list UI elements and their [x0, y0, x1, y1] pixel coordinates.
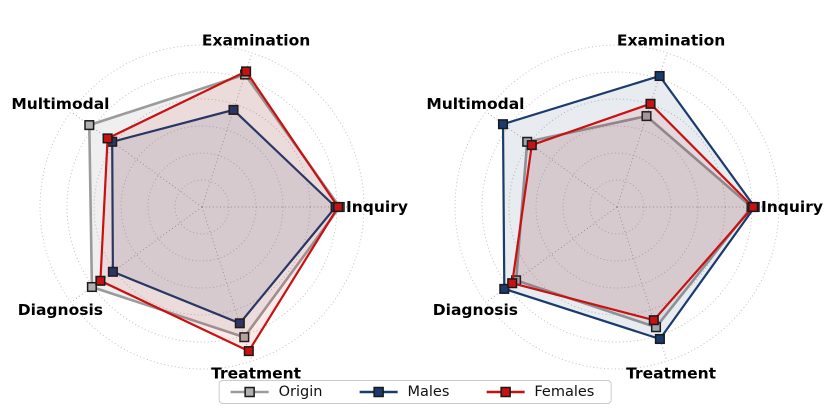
grid-ring	[535, 125, 699, 289]
marker-origin-diagnosis	[86, 281, 97, 293]
legend-label-origin: Origin	[278, 384, 323, 400]
grid-ring	[589, 179, 645, 235]
marker-females-multimodal	[526, 140, 537, 151]
legend-label-males: Males	[407, 384, 450, 400]
axis-label-multimodal: Multimodal	[426, 95, 524, 113]
males-line-marker-icon	[359, 386, 398, 398]
marker-males-treatment	[654, 333, 665, 345]
marker-females-treatment	[243, 346, 254, 357]
grid-ring	[174, 179, 230, 235]
grid-ring	[39, 44, 365, 370]
marker-origin-multimodal	[84, 120, 95, 131]
marker-females-diagnosis	[507, 278, 518, 289]
axis-label-treatment: Treatment	[211, 364, 302, 382]
marker-females-examination	[241, 66, 252, 77]
marker-females-examination	[645, 98, 656, 109]
grid-ring	[120, 125, 284, 289]
axis-label-examination: Examination	[617, 32, 725, 50]
marker-males-diagnosis	[107, 266, 118, 277]
series-polygon-origin	[87, 72, 342, 339]
legend: Origin Males Females	[218, 380, 612, 404]
axis-label-inquiry: Inquiry	[346, 198, 408, 216]
marker-females-treatment	[648, 315, 659, 326]
series-polygon-females	[99, 69, 340, 353]
series-polygon-males	[111, 108, 338, 325]
axis-label-treatment: Treatment	[626, 364, 717, 382]
axis-label-examination: Examination	[202, 32, 310, 50]
marker-females-inquiry	[333, 201, 344, 213]
legend-item-origin: Origin	[230, 384, 323, 400]
axis-label-diagnosis: Diagnosis	[18, 301, 103, 319]
females-line-marker-icon	[486, 386, 525, 398]
marker-females-diagnosis	[95, 275, 106, 286]
series-polygon-females	[510, 102, 755, 322]
legend-item-males: Males	[358, 384, 449, 400]
marker-males-multimodal	[497, 119, 509, 130]
axis-label-multimodal: Multimodal	[11, 95, 109, 113]
marker-origin-examination	[641, 111, 652, 122]
radar-chart-right: Inquiry ExaminationMultimodalDiagnosisTre…	[426, 32, 823, 383]
marker-females-inquiry	[748, 201, 759, 213]
marker-males-examination	[654, 70, 665, 82]
legend-label-females: Females	[534, 384, 595, 400]
origin-line-marker-icon	[230, 386, 269, 398]
marker-males-treatment	[234, 318, 245, 329]
axis-label-inquiry: Inquiry	[761, 198, 823, 216]
marker-females-multimodal	[102, 133, 113, 144]
series-polygon-males	[501, 74, 757, 341]
marker-origin-treatment	[239, 332, 250, 343]
marker-males-examination	[228, 104, 239, 115]
marker-males-diagnosis	[499, 283, 510, 294]
grid-ring	[454, 44, 780, 370]
axis-label-diagnosis: Diagnosis	[433, 301, 518, 319]
radar-chart-left: Inquiry ExaminationMultimodalDiagnosisTre…	[11, 32, 408, 383]
legend-item-females: Females	[485, 384, 594, 400]
